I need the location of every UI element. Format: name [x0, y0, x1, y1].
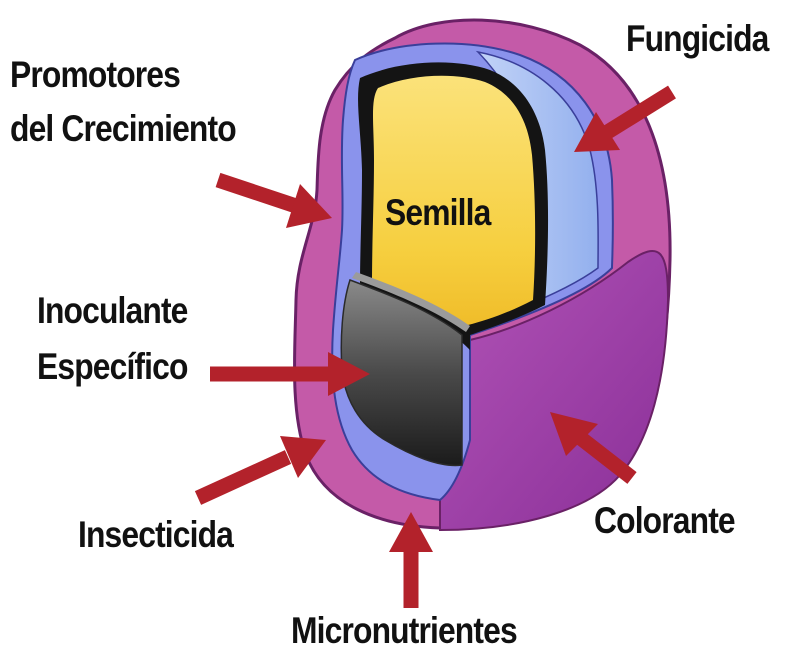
- arrow-promotores: [218, 180, 332, 228]
- arrow-insecticida: [198, 436, 326, 498]
- label-inoculante-line1: Inoculante: [37, 284, 188, 338]
- label-promotores-line2: del Crecimiento: [10, 102, 236, 156]
- label-colorante: Colorante: [594, 494, 735, 548]
- label-semilla: Semilla: [385, 192, 490, 234]
- label-promotores-line1: Promotores: [10, 48, 180, 102]
- label-fungicida: Fungicida: [626, 12, 769, 66]
- label-micronutrientes: Micronutrientes: [291, 604, 517, 658]
- label-inoculante-line2: Específico: [37, 340, 188, 394]
- label-insecticida: Insecticida: [78, 508, 233, 562]
